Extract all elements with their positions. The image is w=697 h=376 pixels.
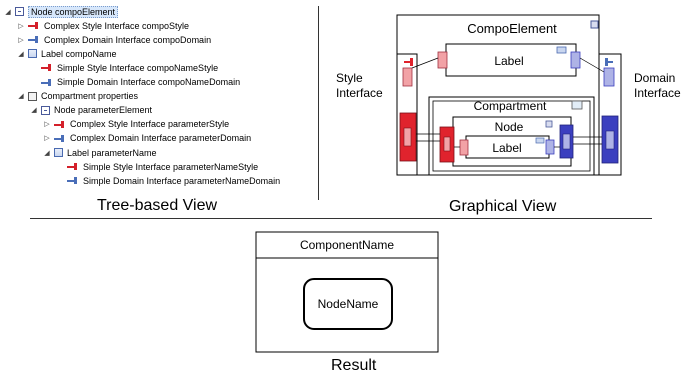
compartment-icon [571,100,583,110]
expanded-arrow-icon[interactable]: ◢ [5,8,11,16]
tree-item-label: Simple Style Interface parameterNameStyl… [83,161,259,172]
result-caption: Result [331,357,377,374]
tree-item[interactable]: ◢ Node parameterElement [30,104,152,117]
component-name: ComponentName [300,238,394,252]
tree-item-label: Simple Domain Interface parameterNameDom… [83,175,281,186]
expanded-arrow-icon[interactable]: ◢ [31,107,37,115]
tree-item-label: Simple Domain Interface compoNameDomain [57,77,241,87]
node-icon [41,105,50,115]
inner-label-domain-port [545,139,555,155]
style-interface-line-2: Interface [336,86,383,100]
style-connector [411,57,439,69]
tree-based-view: ◢ Node compoElement ▷ Complex Style Interfa… [0,0,318,200]
tree-item-label: Label compoName [41,48,117,59]
complex-domain-port-inner [605,130,615,150]
inner-label-title: Label [492,141,521,155]
tree-item[interactable]: ▷ Complex Style Interface compoStyle [17,19,189,32]
domain-connector [579,57,605,73]
expanded-arrow-icon[interactable]: ◢ [18,93,24,101]
compo-element-title: CompoElement [467,21,557,36]
label-domain-port [570,51,581,69]
complex-style-port-inner [403,127,412,147]
domain-plug-head [605,58,608,66]
tree-item[interactable]: Simple Style Interface parameterNameStyl… [56,160,258,173]
compartment-icon [28,91,37,101]
domain-interface-icon [41,78,53,87]
style-plug-head [410,58,413,66]
node-complex-domain-inner [562,133,571,150]
tree-item-label: Complex Domain Interface parameterDomain [70,133,252,144]
tree-item-label: Complex Style Interface parameterStyle [70,119,230,130]
style-interface-icon [67,162,79,171]
collapsed-arrow-icon[interactable]: ▷ [18,22,24,30]
tree-item-label: Node compoElement [28,5,119,18]
node-complex-style-inner [443,136,451,152]
tree-item[interactable]: Simple Domain Interface parameterNameDom… [56,174,280,187]
graphical-view-caption: Graphical View [449,198,557,215]
tree-item[interactable]: ◢ Label compoName [17,47,117,60]
node-name-box [303,278,393,330]
tree-item[interactable]: ◢ Compartment properties [17,90,138,103]
node-name: NodeName [318,297,379,311]
tree-item-label: Node parameterElement [54,105,153,116]
tree-item[interactable]: Simple Style Interface compoNameStyle [30,61,218,74]
label-icon [28,49,37,59]
tree-item[interactable]: ▷ Complex Domain Interface parameterDomai… [43,132,251,145]
label-icon [54,148,63,157]
style-interface-icon [28,21,40,30]
expanded-arrow-icon[interactable]: ◢ [44,149,50,157]
tree-item-label: Simple Style Interface compoNameStyle [57,62,219,73]
tree-item-label: Compartment properties [41,91,139,102]
tree-view-caption: Tree-based View [97,197,218,214]
horizontal-divider [30,218,652,219]
node-title: Node [495,120,524,134]
domain-interface-line-2: Interface [634,86,681,100]
style-interface-line-1: Style [336,71,363,85]
style-interface-icon [54,120,66,129]
node-icon [15,7,24,16]
label-title: Label [494,54,523,68]
simple-style-port [402,67,413,87]
compo-collapse-icon [590,20,599,29]
label-icon [556,46,567,54]
collapsed-arrow-icon[interactable]: ▷ [18,36,24,44]
inner-label-icon [535,137,545,144]
tree-item-label: Complex Style Interface compoStyle [44,20,190,31]
tree-item[interactable]: ◢ Label parameterName [43,146,157,159]
collapsed-arrow-icon[interactable]: ▷ [44,135,50,143]
expanded-arrow-icon[interactable]: ◢ [18,50,24,58]
style-interface-icon [41,63,53,72]
tree-item[interactable]: Simple Domain Interface compoNameDomain [30,76,240,89]
label-box [445,43,577,77]
tree-item[interactable]: ▷ Complex Style Interface parameterStyle [43,118,229,131]
collapsed-arrow-icon[interactable]: ▷ [44,121,50,129]
tree-item-label: Label parameterName [67,147,157,158]
domain-interface-icon [28,35,40,44]
domain-interface-line-1: Domain [634,71,675,85]
label-style-port [437,51,448,69]
node-collapse-icon [545,120,553,128]
domain-interface-icon [54,134,66,143]
result-diagram: ComponentName NodeName [255,231,439,353]
vertical-divider [318,6,319,200]
inner-label-style-port [459,139,469,156]
compartment-title: Compartment [474,99,547,113]
compartment-inner-border [432,100,591,172]
tree-item-label: Complex Domain Interface compoDomain [44,34,212,45]
simple-domain-port [603,67,615,87]
tree-item[interactable]: ▷ Complex Domain Interface compoDomain [17,33,211,46]
domain-interface-icon [67,176,79,185]
graphical-view: CompoElement Label Compartment Node Labe… [336,14,681,176]
tree-item[interactable]: ◢ Node compoElement [4,5,119,18]
